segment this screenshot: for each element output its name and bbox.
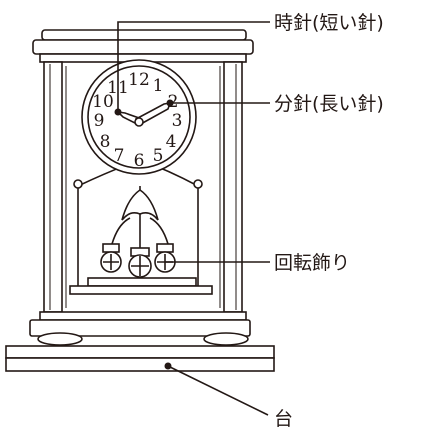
leader-hour-hand bbox=[117, 21, 270, 112]
clock-hands bbox=[114, 99, 174, 127]
leader-base bbox=[167, 365, 269, 416]
numeral-8: 8 bbox=[100, 132, 111, 152]
numeral-5: 5 bbox=[153, 146, 164, 166]
clock-case-pillars bbox=[43, 61, 243, 313]
dial-numerals: 12 1 2 3 4 5 6 7 8 9 10 11 bbox=[92, 70, 182, 171]
numeral-3: 3 bbox=[172, 111, 183, 131]
numeral-1: 1 bbox=[153, 76, 164, 96]
numeral-12: 12 bbox=[128, 70, 150, 90]
clock-case-top bbox=[32, 29, 254, 63]
numeral-10: 10 bbox=[92, 92, 114, 112]
pendulum-frame bbox=[69, 159, 213, 295]
numeral-7: 7 bbox=[114, 146, 125, 166]
numeral-9: 9 bbox=[94, 111, 105, 131]
label-hour-hand: 時針(短い針) bbox=[274, 12, 384, 34]
label-rotating-ornament: 回転飾り bbox=[274, 252, 350, 274]
numeral-4: 4 bbox=[166, 132, 177, 152]
leader-lines bbox=[117, 21, 270, 416]
clock-case-bottom bbox=[29, 311, 251, 346]
label-minute-hand: 分針(長い針) bbox=[274, 93, 384, 115]
label-base: 台 bbox=[274, 408, 293, 430]
numeral-6: 6 bbox=[134, 151, 145, 171]
base-stand bbox=[5, 345, 275, 372]
rotating-ornament bbox=[100, 186, 176, 278]
